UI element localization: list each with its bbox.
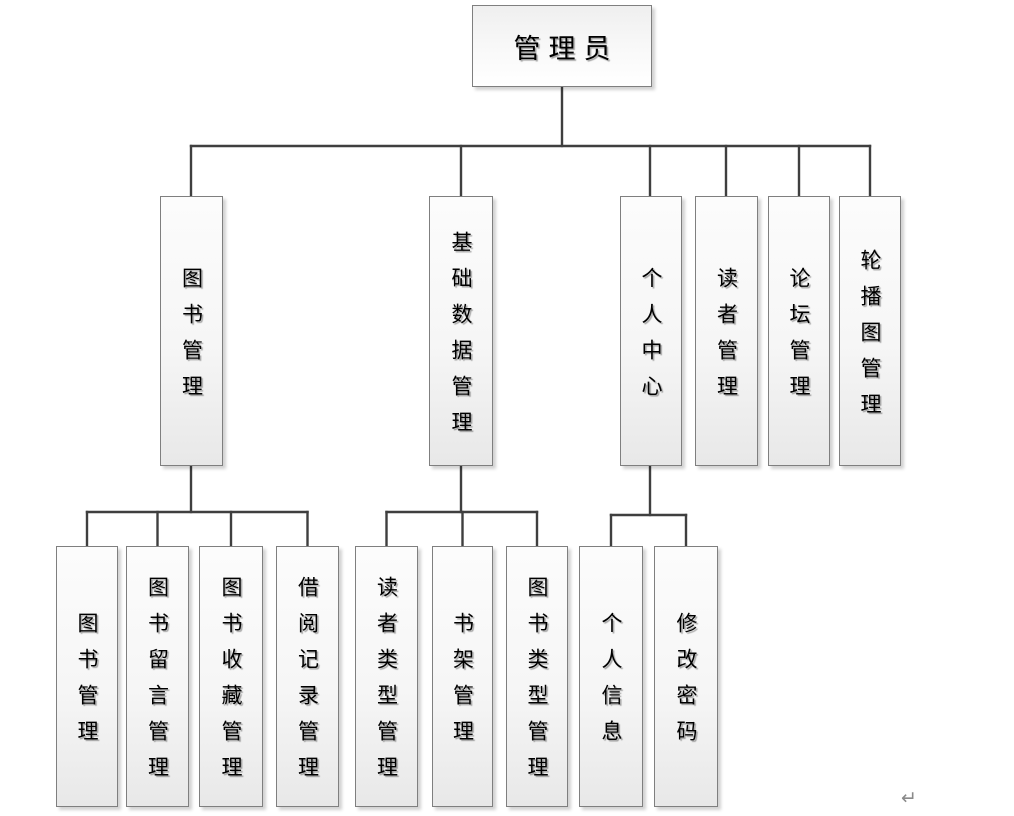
node-label: 图书收藏管理 — [219, 576, 243, 792]
node-reader-management: 读者管理 — [695, 196, 758, 466]
node-change-password: 修改密码 — [654, 546, 718, 807]
node-personal-info: 个人信息 — [579, 546, 643, 807]
node-label: 个人信息 — [599, 612, 623, 756]
node-label: 修改密码 — [674, 612, 698, 756]
node-carousel-management: 轮播图管理 — [839, 196, 901, 466]
node-borrow-record-management: 借阅记录管理 — [276, 546, 339, 807]
node-label: 管理员 — [513, 33, 619, 65]
connector-basic-data-subtree — [385, 464, 539, 552]
connector-personal-center-subtree — [609, 464, 688, 552]
node-book-message-management: 图书留言管理 — [126, 546, 189, 807]
node-personal-center: 个人中心 — [620, 196, 682, 466]
node-label: 借阅记录管理 — [295, 576, 320, 792]
node-administrator: 管理员 — [472, 5, 652, 87]
node-label: 图书管理 — [75, 612, 99, 756]
node-basic-data-management: 基础数据管理 — [429, 196, 493, 466]
connector-root-to-branches — [189, 85, 872, 202]
node-book-management: 图书管理 — [160, 196, 223, 466]
node-book-management-sub: 图书管理 — [56, 546, 118, 807]
node-label: 书架管理 — [450, 612, 475, 756]
connector-book-management-subtree — [85, 464, 309, 552]
node-label: 论坛管理 — [787, 266, 811, 411]
node-label: 读者管理 — [714, 266, 739, 411]
node-bookshelf-management: 书架管理 — [432, 546, 493, 807]
node-label: 图书管理 — [179, 266, 204, 411]
node-label: 图书留言管理 — [145, 576, 170, 792]
node-label: 读者类型管理 — [374, 576, 399, 792]
node-label: 个人中心 — [639, 266, 663, 411]
node-book-type-management: 图书类型管理 — [506, 546, 568, 807]
paragraph-return-mark: ↵ — [901, 787, 917, 809]
node-label: 图书类型管理 — [525, 576, 549, 792]
node-reader-type-management: 读者类型管理 — [355, 546, 418, 807]
node-book-collection-management: 图书收藏管理 — [199, 546, 263, 807]
node-label: 基础数据管理 — [449, 230, 473, 447]
node-forum-management: 论坛管理 — [768, 196, 830, 466]
node-label: 轮播图管理 — [858, 248, 882, 429]
